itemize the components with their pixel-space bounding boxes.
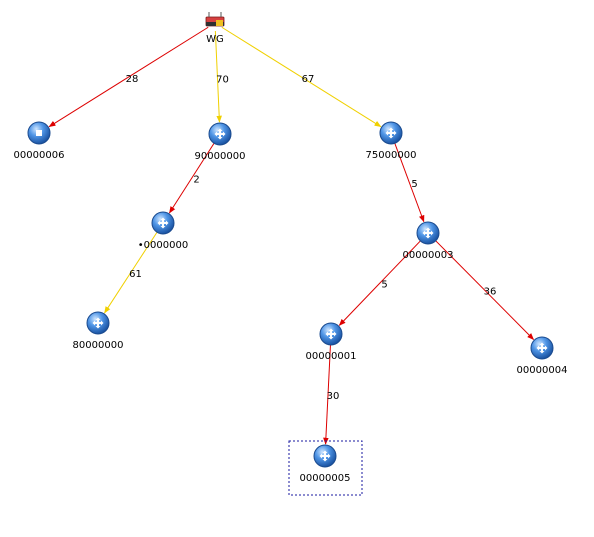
- node-n05[interactable]: 00000005: [300, 444, 351, 484]
- edge-line: [435, 240, 535, 340]
- edge-wg-n75[interactable]: 67: [221, 26, 382, 128]
- node-label: 00000004: [517, 365, 568, 376]
- edge-n75-n03[interactable]: 5: [391, 135, 425, 223]
- node-label: 00000005: [300, 473, 351, 484]
- edge-weight-label: 5: [381, 280, 387, 291]
- node-n04[interactable]: 00000004: [517, 336, 568, 376]
- node-n80[interactable]: 80000000: [73, 311, 124, 351]
- selection-box: [288, 440, 363, 496]
- edges-layer: 28 70 67 2 5 61 5 36 30: [48, 26, 535, 445]
- edge-weight-label: 2: [193, 175, 199, 186]
- node-wg[interactable]: WG: [205, 12, 225, 45]
- edge-line: [323, 344, 331, 445]
- edge-weight-label: 28: [126, 74, 139, 85]
- edge-weight-label: 70: [216, 75, 229, 86]
- node-label: 00000003: [403, 250, 454, 261]
- edge-weight-label: 5: [411, 179, 417, 190]
- move-node-icon: [86, 311, 110, 335]
- move-node-icon: [416, 221, 440, 245]
- edge-weight-label: 61: [129, 269, 142, 280]
- edge-wg-n90[interactable]: 70: [214, 30, 229, 123]
- selection-layer: [288, 440, 363, 496]
- move-node-icon: [379, 121, 403, 145]
- node-n01[interactable]: 00000001: [306, 322, 357, 362]
- node-n06[interactable]: 00000006: [14, 121, 65, 161]
- edge-line: [338, 240, 421, 326]
- node-n90[interactable]: 90000000: [195, 122, 246, 162]
- node-label: WG: [206, 34, 224, 45]
- edge-weight-label: 36: [484, 287, 497, 298]
- nodes-layer: WG 00000006 90000000 75000000 •0000000 000000…: [14, 12, 568, 484]
- gateway-icon: [205, 12, 225, 27]
- move-node-icon: [208, 122, 232, 146]
- node-n03[interactable]: 00000003: [403, 221, 454, 261]
- node-n0x[interactable]: •0000000: [138, 211, 188, 251]
- edge-weight-label: 30: [327, 391, 340, 402]
- edge-line: [221, 26, 382, 128]
- edge-line: [214, 30, 222, 123]
- stop-node-icon: [27, 121, 51, 145]
- edge-line: [169, 142, 215, 214]
- edge-n0x-n80[interactable]: 61: [104, 225, 162, 314]
- edge-line: [394, 143, 425, 223]
- edge-line: [104, 231, 158, 314]
- move-node-icon: [319, 322, 343, 346]
- edge-weight-label: 67: [302, 74, 315, 85]
- edge-n03-n01[interactable]: 5: [338, 235, 426, 326]
- node-label: 75000000: [366, 150, 417, 161]
- edge-wg-n06[interactable]: 28: [48, 26, 209, 128]
- edge-line: [48, 26, 209, 128]
- node-label: 00000006: [14, 150, 65, 161]
- edge-n90-n0x[interactable]: 2: [169, 136, 219, 214]
- node-label: •0000000: [138, 240, 188, 251]
- move-node-icon: [530, 336, 554, 360]
- node-label: 90000000: [195, 151, 246, 162]
- node-label: 00000001: [306, 351, 357, 362]
- move-node-icon: [313, 444, 337, 468]
- node-label: 80000000: [73, 340, 124, 351]
- move-node-icon: [151, 211, 175, 235]
- node-n75[interactable]: 75000000: [366, 121, 417, 161]
